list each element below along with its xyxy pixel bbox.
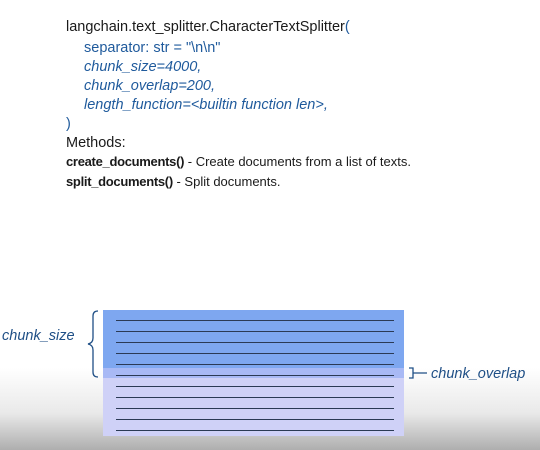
- chunk-size-label: chunk_size: [2, 328, 75, 344]
- chunk-overlap-label: chunk_overlap: [431, 366, 526, 382]
- method-split-documents: split_documents() - Split documents.: [66, 173, 281, 191]
- open-paren: (: [344, 19, 350, 35]
- param-separator: separator: str = "\n\n": [84, 40, 221, 56]
- chunk-block-second: [103, 378, 404, 436]
- text-line: [116, 375, 394, 376]
- method-create-documents: create_documents() - Create documents fr…: [66, 153, 411, 171]
- class-signature: langchain.text_splitter.CharacterTextSpl…: [66, 19, 345, 35]
- method-name: split_documents(): [66, 174, 173, 189]
- text-line: [116, 331, 394, 332]
- text-line: [116, 430, 394, 431]
- method-desc: - Split documents.: [172, 174, 281, 189]
- text-line: [116, 320, 394, 321]
- signature-line: langchain.text_splitter.CharacterTextSpl…: [66, 18, 350, 37]
- method-desc: - Create documents from a list of texts.: [184, 154, 411, 169]
- method-name: create_documents(): [66, 154, 185, 169]
- overlap-band: [103, 368, 404, 378]
- text-line: [116, 342, 394, 343]
- text-line: [116, 419, 394, 420]
- text-line: [116, 397, 394, 398]
- text-line: [116, 364, 394, 365]
- param-length-function: length_function=<builtin function len>,: [84, 97, 328, 113]
- param-chunk-overlap: chunk_overlap=200,: [84, 78, 216, 94]
- text-line: [116, 386, 394, 387]
- text-line: [116, 353, 394, 354]
- methods-heading: Methods:: [66, 135, 126, 151]
- text-line: [116, 408, 394, 409]
- param-chunk-size: chunk_size=4000,: [84, 59, 202, 75]
- chunk-size-bracket: [87, 310, 99, 378]
- chunk-overlap-bracket: [409, 367, 427, 379]
- chunk-block-first: [103, 310, 404, 368]
- close-paren: ): [66, 116, 71, 132]
